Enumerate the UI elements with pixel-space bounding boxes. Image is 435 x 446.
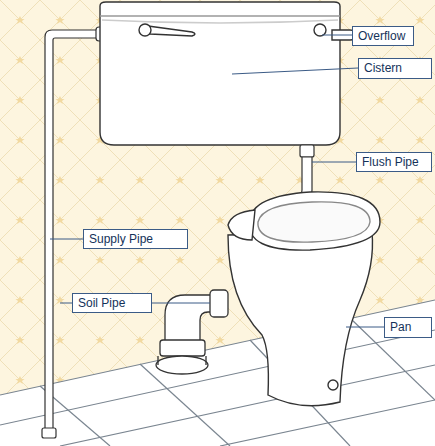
pan [228, 192, 380, 406]
leader-lines [50, 35, 384, 327]
cistern-label: Cistern [358, 58, 432, 79]
part-name: Pan [390, 320, 426, 334]
part-name: Supply Pipe [89, 232, 182, 246]
floor-tiles [0, 300, 435, 446]
supply-pipe-label: Supply Pipe [83, 229, 188, 249]
part-name: Cistern [364, 61, 426, 75]
part-name: Soil Pipe [78, 296, 146, 310]
overflow-label: Overflow [352, 26, 414, 46]
cistern-body [100, 2, 356, 145]
flush-pipe-label: Flush Pipe [356, 152, 432, 172]
pan-label: Pan [384, 317, 432, 338]
soil-pipe-label: Soil Pipe [72, 293, 152, 313]
floor [0, 300, 435, 446]
part-name: Flush Pipe [362, 155, 426, 169]
part-name: Overflow [358, 29, 408, 43]
